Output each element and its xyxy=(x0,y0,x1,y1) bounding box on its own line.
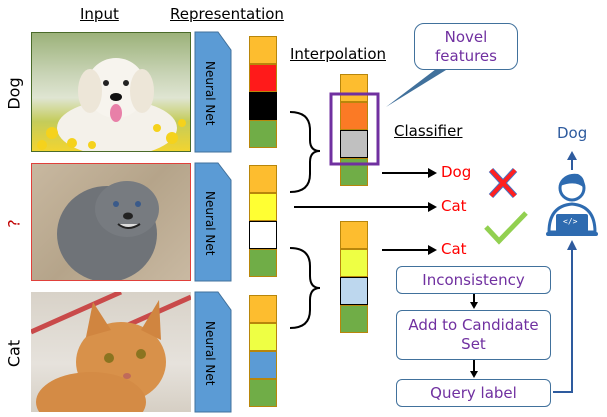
feature-cell xyxy=(340,102,368,130)
neural-net-label-2: Neural Net xyxy=(203,190,217,256)
arrow-interp2-to-cat xyxy=(382,245,437,255)
dog-illustration xyxy=(37,58,186,151)
arrow-query-to-oracle xyxy=(553,240,577,393)
brace-bottom xyxy=(289,247,321,329)
header-input: Input xyxy=(80,5,119,23)
feature-cell xyxy=(249,295,277,323)
feature-cell xyxy=(249,64,277,92)
check-mark-icon xyxy=(484,211,528,245)
header-classifier: Classifier xyxy=(394,122,463,140)
novel-features-highlight xyxy=(329,92,380,166)
feature-cell xyxy=(340,221,368,249)
annotator-with-laptop-icon xyxy=(546,173,598,236)
feature-cell xyxy=(249,120,277,148)
header-interpolation: Interpolation xyxy=(290,45,386,63)
neural-net-label-1: Neural Net xyxy=(203,60,217,126)
arrow-add-to-query xyxy=(470,360,478,378)
neural-net-shape-3 xyxy=(194,291,232,413)
header-representation: Representation xyxy=(170,5,284,23)
neural-net-label-3: Neural Net xyxy=(203,320,217,386)
feature-cell xyxy=(249,36,277,64)
prediction-unknown: Cat xyxy=(441,197,467,215)
brace-top xyxy=(289,111,321,193)
neural-net-shape-1 xyxy=(194,31,232,153)
oracle-label: Dog xyxy=(557,124,588,142)
cat-illustration xyxy=(31,292,191,412)
arrow-interp1-to-dog xyxy=(382,168,437,178)
feature-cell xyxy=(340,130,368,158)
flow-add-to-candidate-set: Add to Candidate Set xyxy=(396,310,551,360)
feature-cell xyxy=(340,74,368,102)
feature-cell xyxy=(340,249,368,277)
puppy-illustration xyxy=(57,181,159,280)
feature-cell xyxy=(249,165,277,193)
callout-pointer xyxy=(386,66,446,107)
arrow-inconsistency-to-add xyxy=(470,294,478,309)
feature-cell xyxy=(249,249,277,277)
novel-features-callout: Novel features xyxy=(414,23,518,70)
prediction-interp1: Dog xyxy=(441,163,472,181)
arrow-oracle-to-label xyxy=(567,151,577,170)
feature-cell xyxy=(249,193,277,221)
feature-cell xyxy=(249,92,277,120)
prediction-interp2: Cat xyxy=(441,240,467,258)
neural-net-shape-2 xyxy=(194,162,232,282)
image-dog xyxy=(31,32,191,152)
feature-cell xyxy=(249,351,277,379)
feature-cell xyxy=(340,305,368,333)
image-unknown-animal xyxy=(31,163,191,281)
feature-cell xyxy=(340,277,368,305)
flow-query-label: Query label xyxy=(396,379,551,407)
code-glyph: </> xyxy=(563,217,578,226)
feature-cell xyxy=(249,323,277,351)
feature-cell xyxy=(249,379,277,407)
image-cat xyxy=(31,292,191,412)
x-mark-icon xyxy=(488,167,518,199)
flow-inconsistency: Inconsistency xyxy=(396,266,551,294)
arrow-unknown-to-cat xyxy=(294,202,437,212)
feature-cell xyxy=(249,221,277,249)
